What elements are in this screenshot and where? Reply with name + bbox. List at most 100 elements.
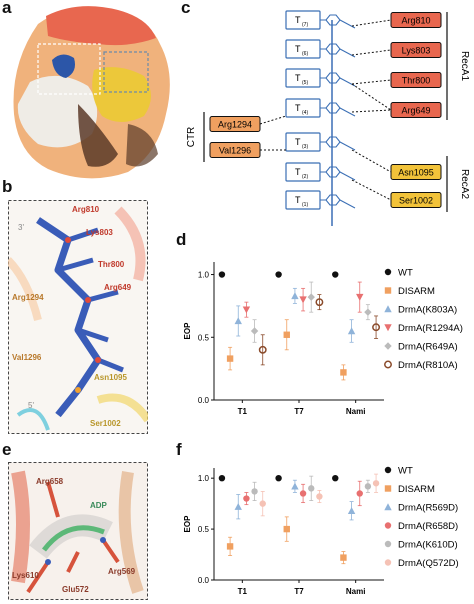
svg-text:Arg1294: Arg1294 (218, 120, 252, 130)
x-tick-label: T7 (294, 407, 304, 416)
data-point (226, 355, 234, 362)
data-point (226, 543, 234, 550)
t-index: (5) (302, 80, 308, 86)
label-arg569: Arg569 (108, 567, 136, 576)
data-point (283, 331, 290, 338)
label-val1296: Val1296 (12, 353, 42, 362)
x-tick-label: T7 (294, 587, 304, 596)
data-point (275, 474, 282, 482)
protein-surface-image (13, 6, 170, 179)
data-point (259, 500, 266, 507)
svg-text:Val1296: Val1296 (219, 146, 251, 156)
data-point (364, 483, 372, 490)
contact-schematic: T(7)T(6)T(5)T(4)T(3)T(2)T(1) Arg810Lys80… (186, 10, 470, 226)
y-tick-label: 1.0 (198, 271, 210, 280)
panel-letter-b: b (2, 177, 13, 196)
svg-text:Arg810: Arg810 (401, 16, 430, 26)
label-arg1294: Arg1294 (12, 293, 44, 302)
series-drma-r810a- (258, 294, 381, 366)
t-label: T (295, 73, 301, 83)
t-label: T (295, 44, 301, 54)
legend-label: DrmA(R658D) (398, 521, 458, 532)
residue-asn1095: Asn1095 (390, 164, 442, 180)
data-point (332, 474, 339, 482)
panel-letter-f: f (176, 440, 182, 459)
residue-lys803: Lys803 (390, 42, 442, 58)
legend-marker (384, 503, 392, 511)
t-label: T (295, 103, 301, 113)
x-tick-label: T1 (238, 407, 248, 416)
legend-label: WT (398, 466, 413, 477)
legend-label: DrmA(K610D) (398, 540, 458, 551)
residue-ser1002: Ser1002 (390, 192, 442, 208)
nucleotide-row-4: T(4) (285, 98, 356, 118)
t-label: T (295, 137, 301, 147)
data-point (243, 495, 250, 502)
nucleotide-row-3: T(5) (285, 68, 356, 88)
sugar-ring (320, 14, 341, 26)
residue-arg649: Arg649 (390, 102, 442, 118)
t-index: (7) (302, 22, 308, 28)
data-point (283, 525, 290, 533)
t-index: (2) (302, 174, 308, 180)
legend-label: DrmA(R810A) (398, 360, 458, 371)
legend-label: DrmA(R1294A) (398, 323, 463, 334)
panel-letter-e: e (2, 440, 12, 459)
adp-binding-structure: Arg658 ADP Lys610 Glu572 Arg569 (8, 462, 148, 600)
label-glu572: Glu572 (62, 585, 89, 594)
panel-letter-c: c (181, 0, 191, 17)
series-drma-r569d- (234, 479, 356, 521)
svg-text:Lys803: Lys803 (402, 46, 431, 56)
t-index: (1) (302, 202, 308, 208)
legend-marker (384, 268, 392, 276)
data-point (356, 490, 363, 497)
dna-contact-structure: 3' 5' Arg810 Lys803 Thr800 Arg649 Arg129… (8, 200, 148, 434)
group-label-reca1: RecA1 (459, 51, 470, 81)
nucleotide-row-5: T(3) (285, 132, 356, 152)
series-wt (218, 271, 339, 278)
t-label: T (295, 167, 301, 177)
residue-thr800: Thr800 (390, 72, 442, 88)
data-point (356, 293, 364, 301)
y-tick-label: 0.0 (198, 396, 210, 405)
svg-text:Asn1095: Asn1095 (398, 168, 434, 178)
legend-label: DrmA(K803A) (398, 305, 457, 316)
sugar-ring (320, 43, 341, 55)
sugar-ring (320, 72, 341, 84)
legend-label: DrmA(R569D) (398, 503, 458, 514)
legend-marker (384, 522, 392, 529)
panel-letter-a: a (2, 0, 12, 17)
data-point (218, 474, 226, 482)
data-point (234, 502, 242, 510)
data-point (315, 298, 324, 307)
data-point (372, 323, 381, 332)
data-point (308, 485, 315, 492)
series-drma-r649a- (250, 281, 372, 343)
data-point (347, 507, 356, 514)
data-point (218, 271, 226, 278)
data-point (316, 493, 323, 500)
t-index: (3) (302, 144, 308, 150)
y-tick-label: 1.0 (198, 474, 210, 483)
sugar-ring (320, 194, 341, 206)
series-drma-k803a- (234, 287, 356, 343)
t-label: T (295, 15, 301, 25)
x-tick-label: T1 (238, 587, 248, 596)
data-point (299, 296, 307, 304)
legend-label: DISARM (398, 286, 435, 297)
label-ser1002: Ser1002 (90, 419, 121, 428)
nucleotide-row-6: T(2) (285, 162, 356, 182)
data-point (347, 327, 356, 335)
sugar-ring (320, 136, 341, 148)
series-wt (218, 474, 339, 482)
strand-3-prime-label: 3' (18, 223, 24, 232)
series-drma-r1294a- (242, 281, 364, 318)
x-tick-label: Nami (346, 587, 366, 596)
data-point (258, 345, 267, 354)
chart-legend: WTDISARMDrmA(K803A)DrmA(R1294A)DrmA(R649… (384, 268, 463, 371)
residue-val1296: Val1296 (209, 142, 261, 158)
nucleotide-row-2: T(6) (285, 39, 356, 59)
data-point (250, 327, 259, 335)
